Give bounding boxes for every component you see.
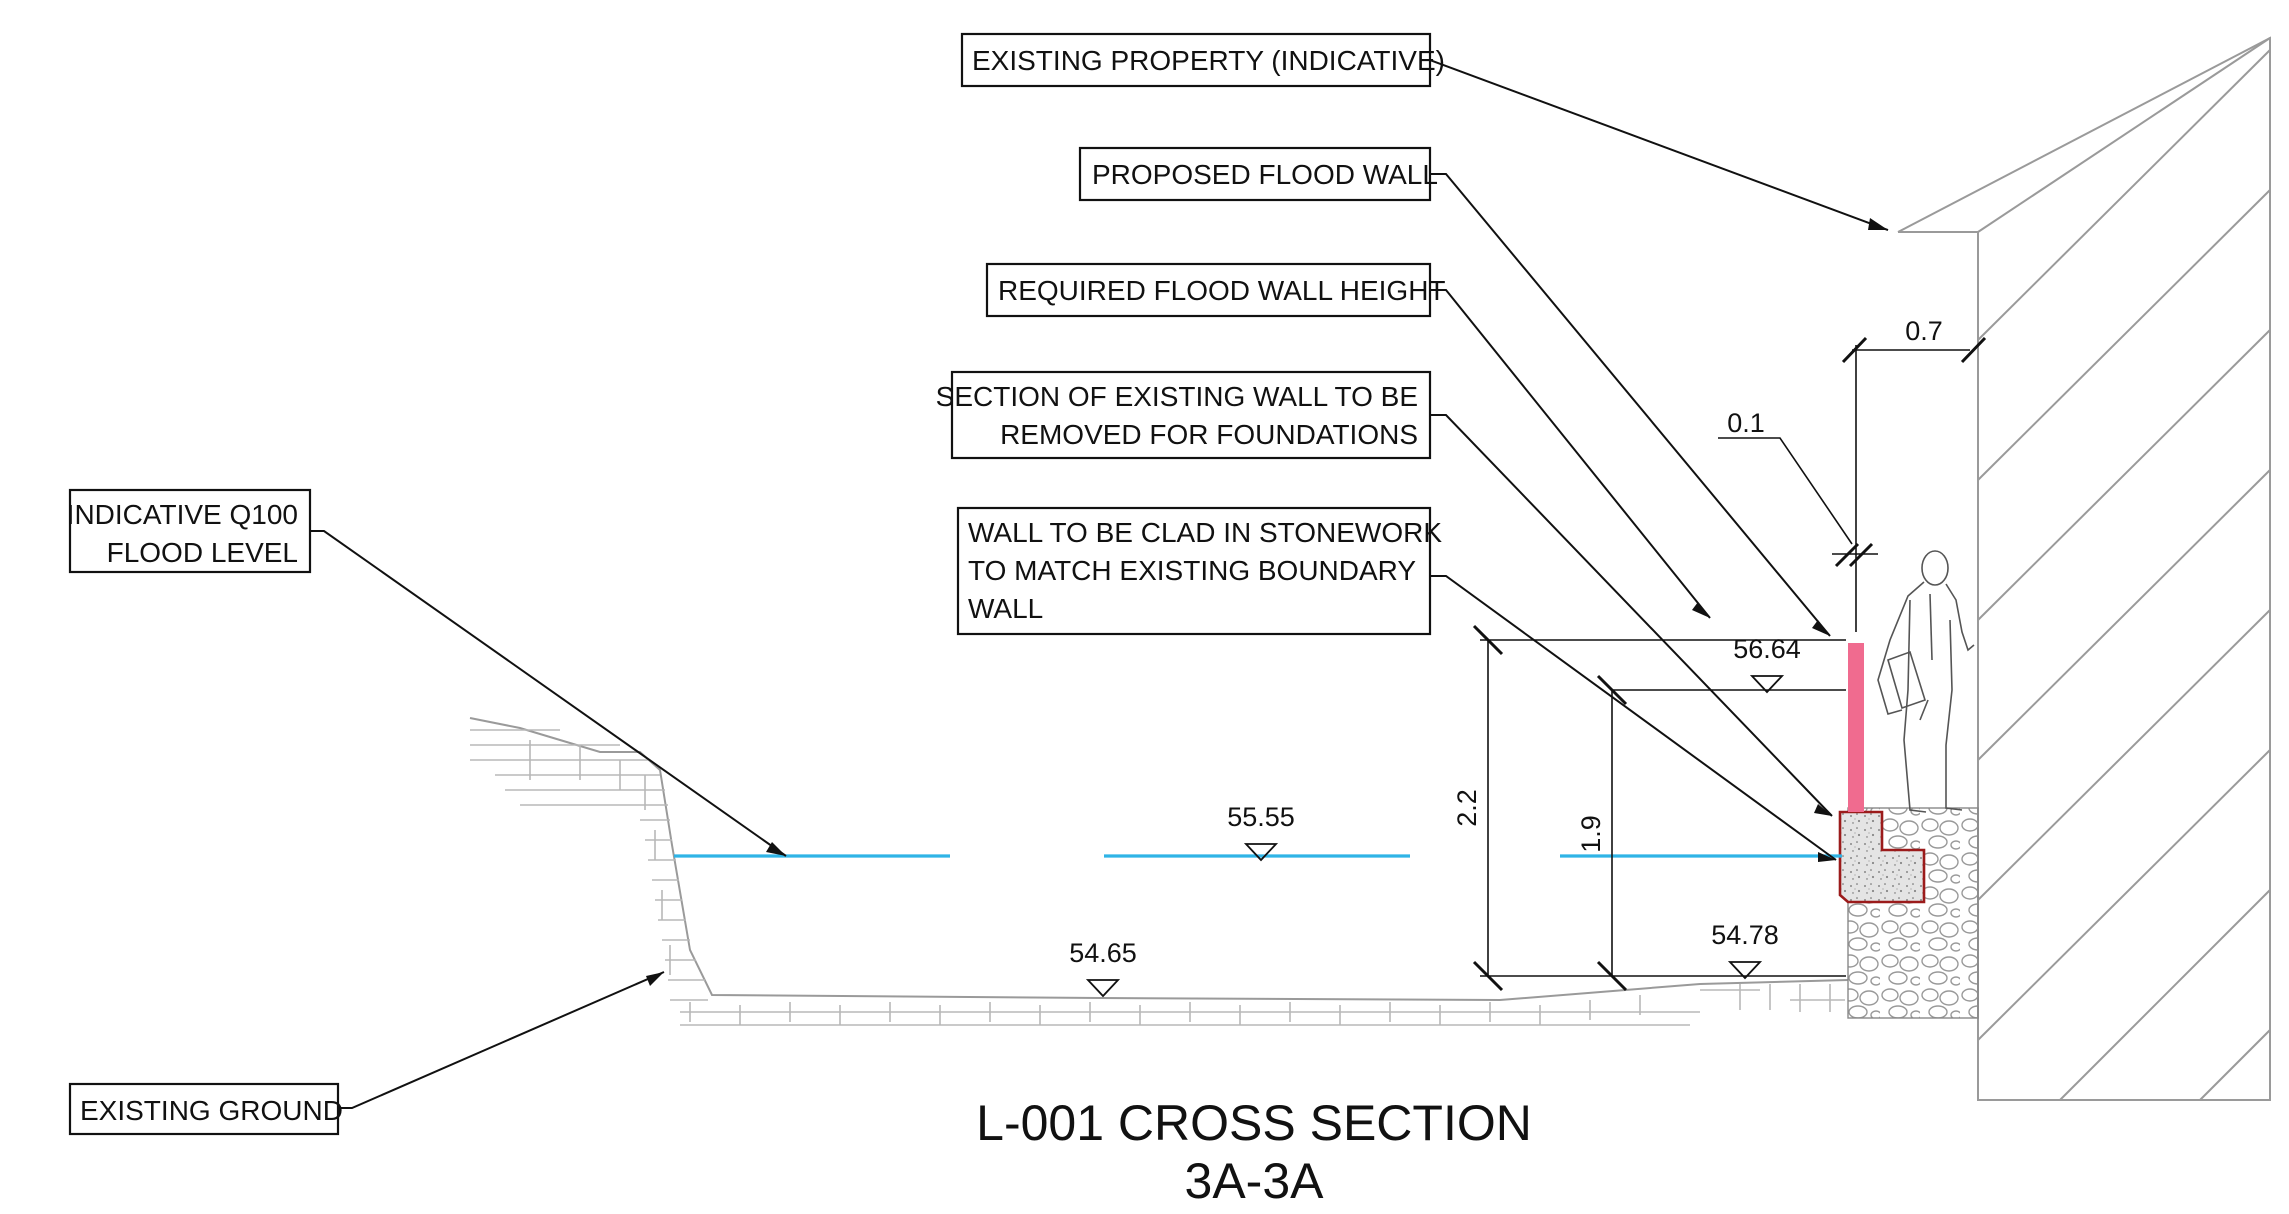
callout-clad-line3: WALL bbox=[968, 593, 1043, 624]
level-bank: 54.78 bbox=[1711, 920, 1779, 950]
callout-section-removed-line1: SECTION OF EXISTING WALL TO BE bbox=[936, 381, 1418, 412]
level-bed: 54.65 bbox=[1069, 938, 1137, 968]
dim-wall-thickness: 0.1 bbox=[1727, 408, 1765, 438]
proposed-flood-wall bbox=[1848, 643, 1864, 812]
callout-existing-ground-text: EXISTING GROUND bbox=[80, 1095, 343, 1126]
callout-q100-line1: INDICATIVE Q100 bbox=[67, 499, 298, 530]
callout-proposed-flood-wall: PROPOSED FLOOD WALL bbox=[1078, 146, 1438, 202]
dim-overall-height: 2.2 bbox=[1452, 789, 1482, 827]
drawing-title: L-001 CROSS SECTION bbox=[976, 1095, 1532, 1151]
callout-existing-ground: EXISTING GROUND bbox=[68, 1082, 343, 1136]
callout-clad-line1: WALL TO BE CLAD IN STONEWORK bbox=[968, 517, 1442, 548]
level-flood: 55.55 bbox=[1227, 802, 1295, 832]
callout-clad-stonework: WALL TO BE CLAD IN STONEWORK TO MATCH EX… bbox=[956, 506, 1442, 636]
person-figure bbox=[1877, 550, 1975, 813]
callout-existing-property-text: EXISTING PROPERTY (INDICATIVE) bbox=[972, 45, 1445, 76]
drawing-subtitle: 3A-3A bbox=[1185, 1153, 1325, 1209]
level-flood-wall-top: 56.64 bbox=[1733, 634, 1801, 664]
callout-q100-line2: FLOOD LEVEL bbox=[107, 537, 298, 568]
callout-proposed-flood-wall-text: PROPOSED FLOOD WALL bbox=[1092, 159, 1438, 190]
callout-section-removed-line2: REMOVED FOR FOUNDATIONS bbox=[1000, 419, 1418, 450]
callout-required-height-text: REQUIRED FLOOD WALL HEIGHT bbox=[998, 275, 1446, 306]
existing-property bbox=[1897, 36, 2271, 1101]
dim-property-offset: 0.7 bbox=[1905, 316, 1943, 346]
callout-required-height: REQUIRED FLOOD WALL HEIGHT bbox=[985, 262, 1446, 318]
flood-wall-foundation bbox=[1838, 810, 1926, 904]
leader-lines bbox=[310, 59, 1889, 1109]
callout-q100-flood-level: INDICATIVE Q100 FLOOD LEVEL bbox=[67, 488, 312, 574]
callout-section-removed: SECTION OF EXISTING WALL TO BE REMOVED F… bbox=[936, 370, 1432, 460]
existing-ground bbox=[469, 717, 1849, 1026]
callout-clad-line2: TO MATCH EXISTING BOUNDARY bbox=[968, 555, 1416, 586]
callout-existing-property: EXISTING PROPERTY (INDICATIVE) bbox=[960, 32, 1445, 88]
dim-wall-height: 1.9 bbox=[1576, 815, 1606, 853]
